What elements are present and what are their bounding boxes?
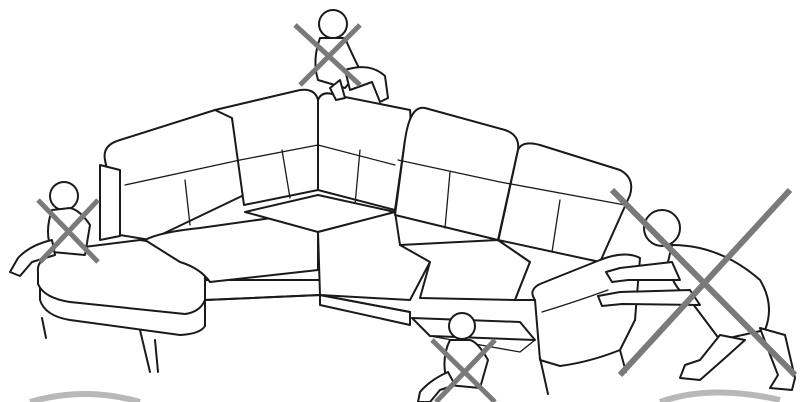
back-cushion-right-1	[395, 108, 518, 240]
right-arc-decoration	[660, 392, 780, 402]
sofa-leg-2	[140, 330, 150, 372]
corner-sofa	[38, 90, 640, 394]
adult-leg-front	[680, 335, 745, 380]
child-head	[449, 313, 475, 339]
child-leg	[345, 67, 388, 102]
left-arc-decoration	[30, 394, 140, 402]
left-side-panel	[100, 165, 120, 240]
sofa-leg-2b	[155, 340, 158, 372]
back-cushion-corner	[318, 93, 410, 210]
sofa-leg-1	[42, 318, 46, 338]
child-head	[50, 182, 78, 210]
child-head	[319, 10, 347, 38]
sofa-leg-3	[540, 358, 548, 394]
cross-mark-pushing	[612, 190, 795, 375]
